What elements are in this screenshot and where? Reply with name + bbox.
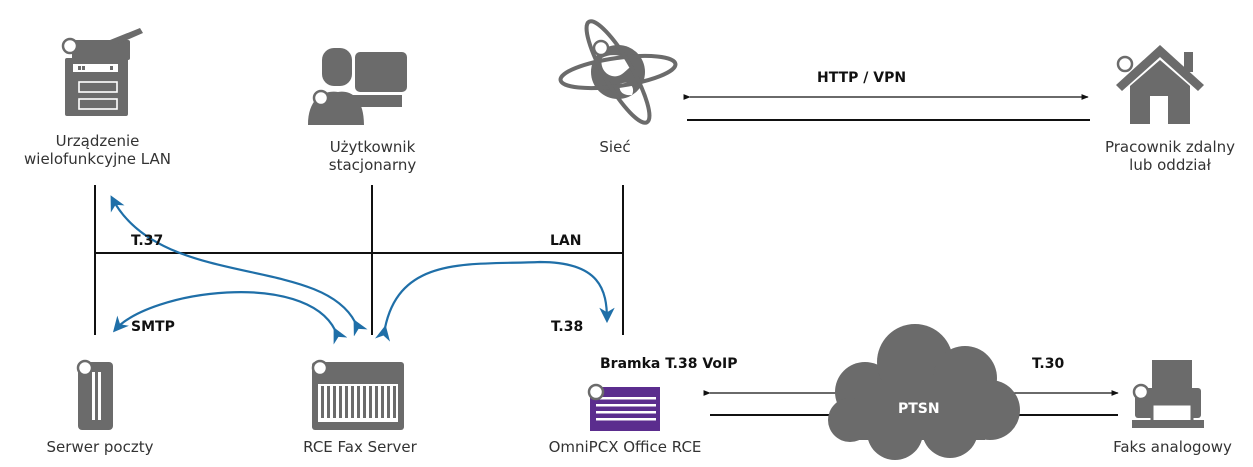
flow-arrows	[110, 195, 615, 345]
lan-label: LAN	[550, 233, 582, 249]
smtp-label: SMTP	[131, 319, 175, 335]
mail-server-icon	[76, 359, 113, 430]
omnipcx-label: OmniPCX Office RCE	[548, 438, 702, 456]
t38-arrow	[374, 260, 615, 342]
gateway-label: Bramka T.38 VoIP	[600, 356, 738, 372]
user-icon	[308, 48, 407, 125]
smtp-arrow	[112, 291, 348, 345]
network-icon	[558, 19, 678, 125]
t30-label: T.30	[1032, 356, 1065, 372]
mail-server-label: Serwer poczty	[46, 438, 154, 456]
network-label: Sieć	[599, 138, 631, 156]
t37-label: T.37	[131, 233, 164, 249]
mfp-icon	[61, 28, 143, 116]
pstn-label: PTSN	[898, 401, 940, 417]
http-vpn-label: HTTP / VPN	[817, 70, 907, 86]
omnipcx-icon	[587, 383, 660, 431]
fax-server-label: RCE Fax Server	[303, 438, 417, 456]
fax-server-icon	[311, 359, 404, 430]
t37-arrow	[110, 195, 368, 337]
pstn-cloud-icon	[828, 324, 1020, 460]
analog-fax-icon	[1132, 360, 1204, 428]
analog-fax-label: Faks analogowy	[1113, 438, 1232, 456]
house-icon	[1116, 45, 1204, 124]
t38-label: T.38	[551, 319, 584, 335]
